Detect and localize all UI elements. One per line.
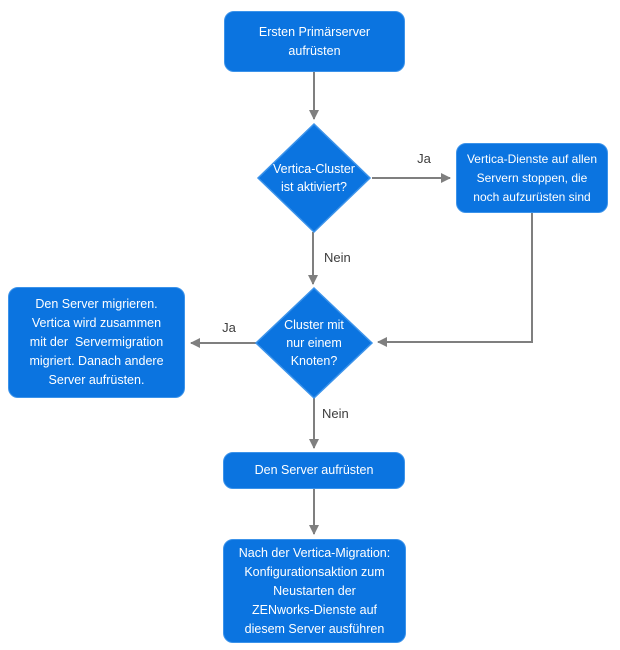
node-decision-single-node-label: Cluster mit nur einem Knoten? <box>284 318 344 368</box>
edge-label-nein-1: Nein <box>324 250 351 265</box>
node-stop-vertica-services: Vertica-Dienste auf allen Servern stoppe… <box>456 143 608 213</box>
decision-single-node-shape <box>254 286 374 400</box>
node-upgrade-server: Den Server aufrüsten <box>223 452 405 489</box>
node-post-migration-action: Nach der Vertica-Migration: Konfiguratio… <box>223 539 406 643</box>
decision-vertica-cluster-shape <box>256 122 372 234</box>
node-start: Ersten Primärserver aufrüsten <box>224 11 405 72</box>
node-decision-vertica-cluster-label: Vertica-Cluster ist aktiviert? <box>273 162 355 194</box>
connector-stop-services-to-decision2 <box>377 213 533 347</box>
edge-label-nein-2: Nein <box>322 406 349 421</box>
edge-label-ja-1: Ja <box>417 151 431 166</box>
edge-label-ja-2: Ja <box>222 320 236 335</box>
node-migrate-server: Den Server migrieren. Vertica wird zusam… <box>8 287 185 398</box>
